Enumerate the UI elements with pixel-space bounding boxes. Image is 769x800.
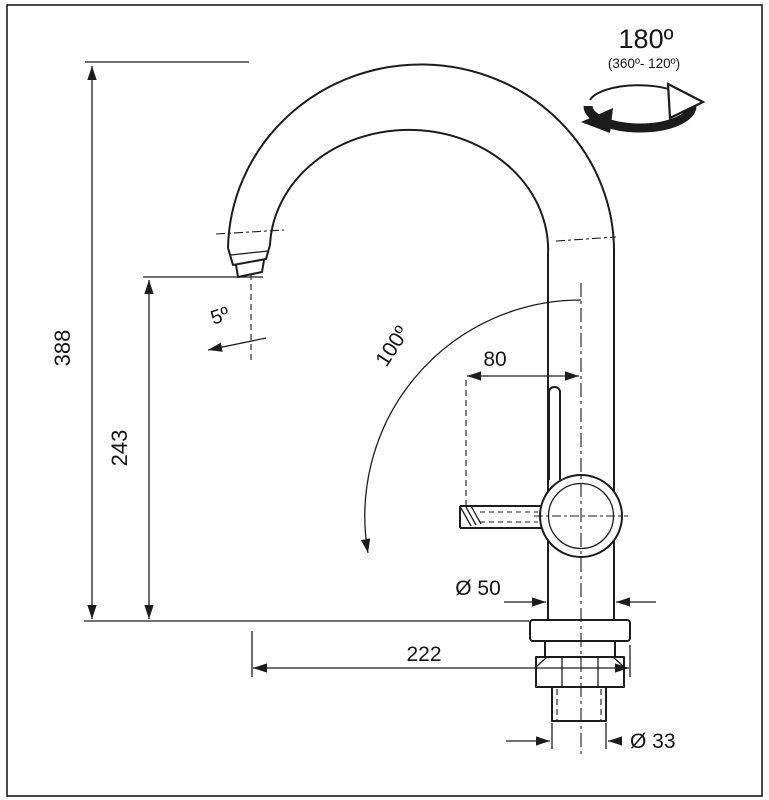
tube-break-centerline <box>555 236 617 242</box>
spout-nozzle <box>235 259 265 278</box>
dim-spout-height: 243 <box>107 276 263 619</box>
lever-hatch-line <box>465 506 477 526</box>
dim-spout-tilt: 5º <box>207 274 267 362</box>
lever-rod <box>548 386 561 480</box>
dim-total-height: 388 <box>50 61 529 622</box>
base-flange <box>529 619 631 642</box>
dim-label-5deg: 5º <box>208 303 233 330</box>
base-washer <box>544 640 616 658</box>
dim-lever-offset: 80 <box>465 348 579 505</box>
threaded-shank <box>551 686 607 722</box>
base-locknut <box>535 656 625 688</box>
rotation-range-label: (360º- 120º) <box>608 56 680 71</box>
base-assembly <box>529 619 631 722</box>
spout-break-centerline <box>215 229 285 235</box>
dim-label-d50: Ø 50 <box>455 577 501 600</box>
dim-label-222: 222 <box>406 643 441 666</box>
lever-handle <box>459 505 552 529</box>
angle-arc <box>361 299 582 554</box>
spout-end-cap <box>227 244 271 266</box>
rotation-arrowhead-black <box>581 108 613 133</box>
lever-rod-top-cap <box>548 386 561 393</box>
spout-inner-contour <box>269 128 550 620</box>
lever-hatch-line <box>470 505 482 525</box>
dim-label-388: 388 <box>50 330 75 367</box>
rotation-arrow-icon <box>581 82 706 133</box>
dim-reach: 222 <box>251 631 631 677</box>
rotation-annotation: 180º (360º- 120º) <box>581 24 706 133</box>
dim-label-100deg: 100º <box>371 322 414 371</box>
spout-outer-contour <box>227 63 616 620</box>
rotation-angle-label: 180º <box>619 24 674 54</box>
dim-label-d33: Ø 33 <box>630 730 676 753</box>
drawing-border <box>6 4 763 797</box>
rotation-arrowhead-white <box>666 82 706 120</box>
lever-hatch-line <box>460 507 472 527</box>
spout-joint-line <box>230 250 269 256</box>
dim-shank-diameter: Ø 33 <box>506 723 676 753</box>
angle-arrow-line <box>207 337 267 352</box>
dim-label-80: 80 <box>483 348 506 371</box>
rotation-ring-front <box>583 105 697 133</box>
dim-label-243: 243 <box>107 430 132 467</box>
dim-body-diameter: Ø 50 <box>455 577 656 607</box>
